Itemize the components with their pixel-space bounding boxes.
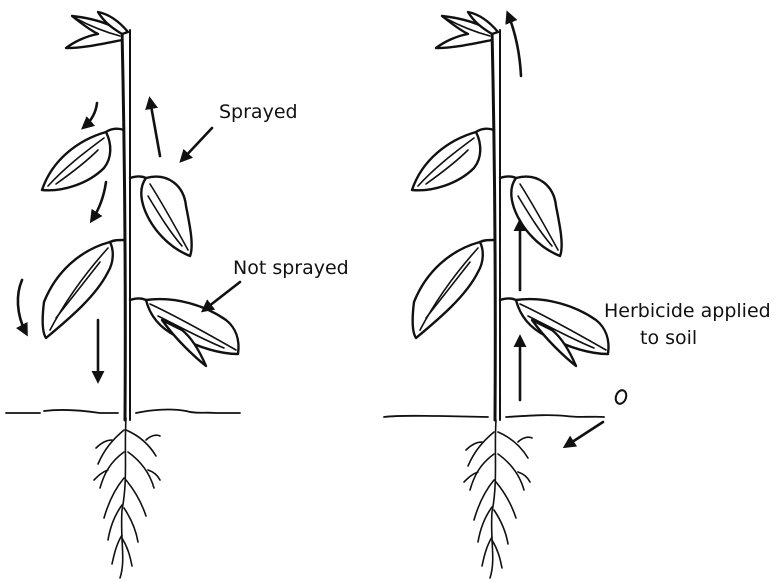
right-roots (464, 420, 532, 578)
right-leaf-middle-left (413, 240, 494, 338)
left-shoot-tip (66, 12, 128, 48)
left-leaf-upper-right (130, 177, 192, 257)
arrow-icon (150, 100, 160, 156)
arrow-icon (566, 422, 603, 446)
left-leaf-middle-left (43, 240, 124, 338)
label-herbicide-line1: Herbicide applied (604, 300, 771, 322)
right-leaf-upper-right (500, 177, 562, 257)
arrow-icon (92, 182, 106, 220)
left-stem (122, 30, 125, 420)
left-roots (94, 418, 160, 578)
label-herbicide-line2: to soil (640, 327, 697, 349)
left-soil-line (6, 410, 240, 413)
left-leaf-upper-left (42, 129, 124, 191)
label-sprayed: Sprayed (219, 101, 298, 123)
arrow-icon (182, 128, 212, 160)
right-leaf-lower-right (500, 299, 609, 367)
right-leaf-upper-left (412, 129, 494, 191)
arrow-icon (508, 14, 521, 76)
right-plant (384, 12, 609, 578)
arrow-icon (204, 282, 240, 310)
arrow-icon (18, 280, 26, 333)
right-shoot-tip (436, 12, 498, 48)
label-not-sprayed: Not sprayed (233, 257, 349, 279)
left-leaf-lower-right (130, 299, 239, 367)
right-stem (492, 30, 495, 420)
soil-droplet-icon (614, 389, 628, 406)
arrow-icon (84, 103, 97, 127)
left-plant (6, 12, 240, 578)
